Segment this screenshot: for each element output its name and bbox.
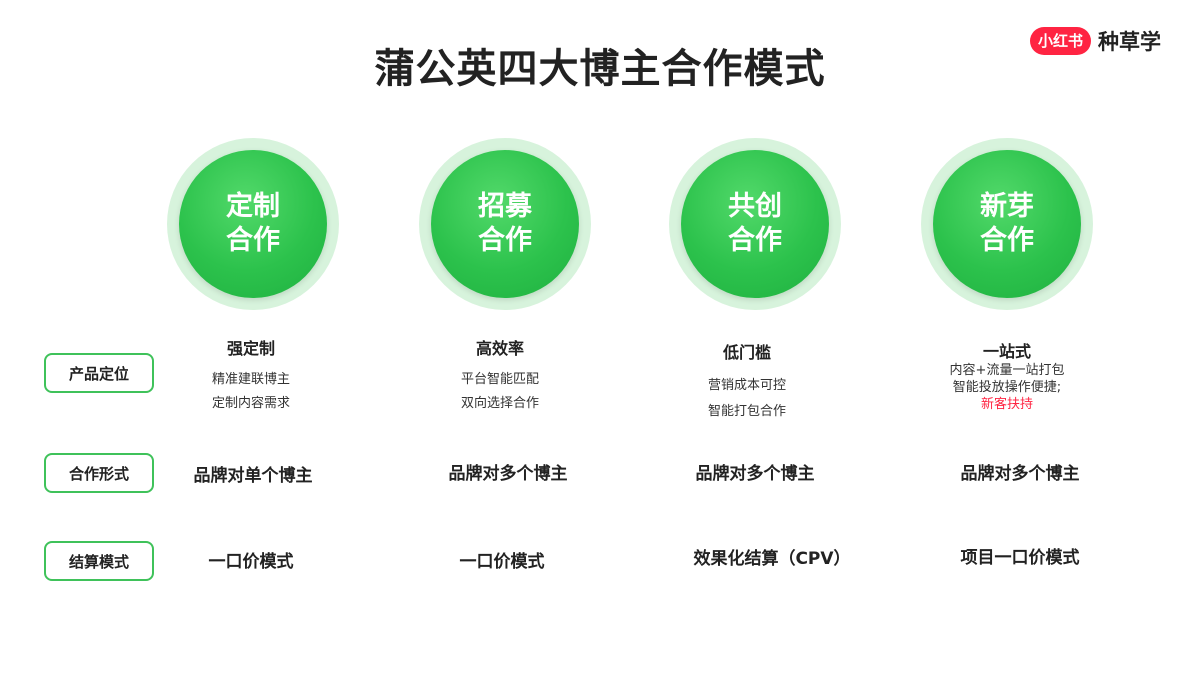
circle-line: 合作 — [980, 225, 1034, 256]
circle-line: 合作 — [728, 225, 782, 256]
positioning-title: 强定制 — [226, 339, 275, 358]
positioning-line: 内容+流量一站打包 — [949, 363, 1065, 378]
mode-circle-inner: 定制 合作 — [179, 150, 327, 298]
mode-circle-custom: 定制 合作 — [167, 138, 339, 310]
brand-logo: 小红书 种草学 — [1030, 26, 1161, 56]
positioning-line: 平台智能匹配 — [460, 372, 539, 387]
settlement-cell: 效果化结算（CPV） — [693, 549, 851, 569]
settlement-cell: 一口价模式 — [208, 552, 294, 572]
form-cell: 品牌对多个博主 — [695, 464, 815, 484]
positioning-cell: 一站式 内容+流量一站打包 智能投放操作便捷; 新客扶持 — [907, 343, 1107, 413]
positioning-line: 定制内容需求 — [211, 396, 290, 411]
row-label-positioning: 产品定位 — [44, 353, 154, 393]
form-cell: 品牌对多个博主 — [960, 464, 1080, 484]
positioning-cell: 高效率 平台智能匹配 双向选择合作 — [400, 339, 600, 416]
positioning-line: 双向选择合作 — [460, 396, 539, 411]
positioning-line: 智能打包合作 — [707, 404, 786, 419]
circle-line: 定制 — [226, 191, 280, 222]
circle-line: 合作 — [478, 225, 532, 256]
circle-line: 合作 — [226, 225, 280, 256]
mode-circle-inner: 共创 合作 — [681, 150, 829, 298]
mode-circle-cocreate: 共创 合作 — [669, 138, 841, 310]
row-label-form: 合作形式 — [44, 453, 154, 493]
settlement-cell: 项目一口价模式 — [960, 548, 1080, 568]
positioning-cell: 低门槛 营销成本可控 智能打包合作 — [647, 343, 847, 425]
positioning-line: 智能投放操作便捷; — [952, 380, 1062, 395]
mode-circle-sprout: 新芽 合作 — [921, 138, 1093, 310]
circle-line: 招募 — [478, 191, 532, 222]
page-title: 蒲公英四大博主合作模式 — [374, 46, 826, 92]
positioning-line: 精准建联博主 — [211, 372, 290, 387]
mode-circle-inner: 招募 合作 — [431, 150, 579, 298]
positioning-title: 低门槛 — [722, 343, 771, 362]
form-cell: 品牌对单个博主 — [193, 466, 313, 486]
positioning-cell: 强定制 精准建联博主 定制内容需求 — [151, 339, 351, 416]
row-label-settlement: 结算模式 — [44, 541, 154, 581]
mode-circle-recruit: 招募 合作 — [419, 138, 591, 310]
mode-circle-inner: 新芽 合作 — [933, 150, 1081, 298]
positioning-title: 高效率 — [475, 339, 524, 358]
circle-line: 新芽 — [980, 191, 1034, 222]
brand-text: 种草学 — [1098, 30, 1162, 54]
positioning-title: 一站式 — [982, 342, 1031, 361]
circle-line: 共创 — [728, 191, 782, 222]
positioning-line: 营销成本可控 — [707, 378, 786, 393]
positioning-highlight: 新客扶持 — [980, 397, 1033, 412]
form-cell: 品牌对多个博主 — [448, 464, 568, 484]
brand-badge: 小红书 — [1030, 27, 1092, 55]
settlement-cell: 一口价模式 — [459, 552, 545, 572]
